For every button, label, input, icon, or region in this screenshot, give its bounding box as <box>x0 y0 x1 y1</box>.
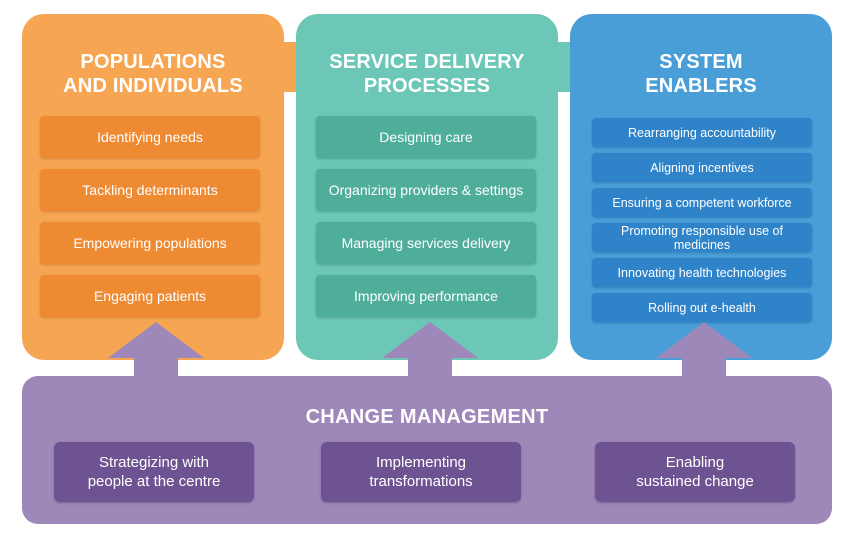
change-management-item-line: Strategizing with <box>98 454 210 471</box>
change-management-item-line: sustained change <box>636 473 754 490</box>
arrow-up-to-service-delivery-icon <box>382 322 478 380</box>
service-delivery-item: Designing care <box>316 116 536 158</box>
system-enablers-title: SYSTEM ENABLERS <box>570 50 832 98</box>
service-delivery-title-line-2: PROCESSES <box>363 75 491 97</box>
system-enablers-title-line-2: ENABLERS <box>645 75 757 97</box>
change-management-item-line: people at the centre <box>87 473 221 490</box>
system-enablers-panel: SYSTEM ENABLERS Rearranging accountabili… <box>570 14 832 360</box>
populations-item: Tackling determinants <box>40 169 260 211</box>
system-enablers-item: Innovating health technologies <box>592 258 812 287</box>
change-management-item: Enabling sustained change <box>595 442 795 502</box>
system-enablers-item: Aligning incentives <box>592 153 812 182</box>
populations-item: Identifying needs <box>40 116 260 158</box>
populations-panel: POPULATIONS AND INDIVIDUALS Identifying … <box>22 14 284 360</box>
service-delivery-item: Managing services delivery <box>316 222 536 264</box>
system-enablers-item: Rearranging accountability <box>592 118 812 147</box>
populations-item: Engaging patients <box>40 275 260 317</box>
system-enablers-item: Promoting responsible use of medicines <box>592 223 812 252</box>
change-management-item: Strategizing with people at the centre <box>54 442 254 502</box>
service-delivery-title-line-1: SERVICE DELIVERY <box>329 51 525 73</box>
populations-title: POPULATIONS AND INDIVIDUALS <box>22 50 284 98</box>
populations-item: Empowering populations <box>40 222 260 264</box>
arrow-up-to-populations-icon <box>108 322 204 380</box>
service-delivery-item: Improving performance <box>316 275 536 317</box>
service-delivery-panel: SERVICE DELIVERY PROCESSES Designing car… <box>296 14 558 360</box>
change-management-item-line: transformations <box>369 473 473 490</box>
service-delivery-title: SERVICE DELIVERY PROCESSES <box>296 50 558 98</box>
system-enablers-item: Ensuring a competent workforce <box>592 188 812 217</box>
service-delivery-item: Organizing providers & settings <box>316 169 536 211</box>
populations-title-line-1: POPULATIONS <box>80 51 226 73</box>
change-management-title: CHANGE MANAGEMENT <box>305 406 549 428</box>
arrow-up-to-system-enablers-icon <box>656 322 752 380</box>
change-management-item-line: Implementing <box>375 454 467 471</box>
change-management-item-line: Enabling <box>665 454 725 471</box>
system-enablers-item: Rolling out e-health <box>592 293 812 322</box>
system-enablers-title-line-1: SYSTEM <box>659 51 743 73</box>
change-management-item: Implementing transformations <box>321 442 521 502</box>
change-management-panel: CHANGE MANAGEMENT Strategizing with peop… <box>22 376 832 524</box>
populations-title-line-2: AND INDIVIDUALS <box>63 75 243 97</box>
